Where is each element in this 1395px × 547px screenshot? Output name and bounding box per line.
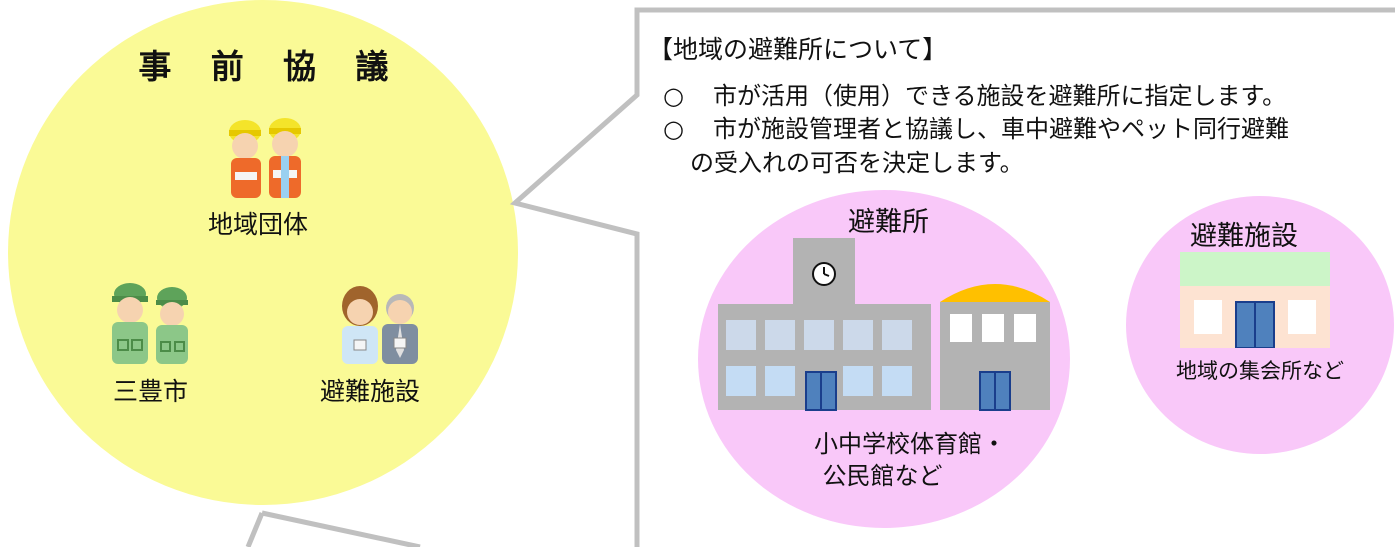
meeting-circle (8, 0, 518, 505)
bullet-1: ○ 市が活用（使用）できる施設を避難所に指定します。 (663, 76, 1286, 111)
panel-heading: 【地域の避難所について】 (648, 35, 948, 64)
bullet-mark: ○ (663, 115, 684, 143)
pointer-line-left (245, 512, 265, 547)
facility-label: 避難施設 (320, 377, 421, 406)
meeting-title-char: 前 (210, 47, 247, 86)
bullet-2: ○ 市が施設管理者と協議し、車中避難やペット同行避難 (663, 109, 1289, 144)
callout-border (509, 7, 1395, 547)
bullet-2-text-line1: 市が施設管理者と協議し、車中避難やペット同行避難 (713, 115, 1289, 143)
facility-caption: 地域の集会所など (1176, 359, 1344, 383)
facility-title: 避難施設 (1190, 221, 1298, 252)
bullet-mark: ○ (663, 82, 684, 110)
local-group-label: 地域団体 (208, 210, 309, 239)
local-group-people-icon (229, 118, 301, 198)
meeting-title: 事前協議 (0, 40, 530, 88)
city-staff-people-icon (112, 283, 188, 364)
bullet-2-line2: の受入れの可否を決定します。 (690, 149, 1024, 177)
meeting-title-char: 協 (283, 47, 320, 86)
facility-staff-people-icon (342, 286, 418, 364)
city-label: 三豊市 (113, 377, 189, 406)
school-building-icon (718, 238, 1050, 411)
pointer-line-top (261, 510, 421, 547)
meeting-title-char: 事 (138, 47, 175, 86)
meeting-title-char: 議 (355, 47, 392, 86)
bullet-1-text: 市が活用（使用）できる施設を避難所に指定します。 (713, 82, 1287, 110)
shelter-caption-line1: 小中学校体育館・ (814, 430, 1006, 458)
shelter-caption-line2: 公民館など (822, 462, 943, 490)
shelter-title: 避難所 (848, 207, 929, 238)
meeting-hall-icon (1180, 252, 1330, 348)
